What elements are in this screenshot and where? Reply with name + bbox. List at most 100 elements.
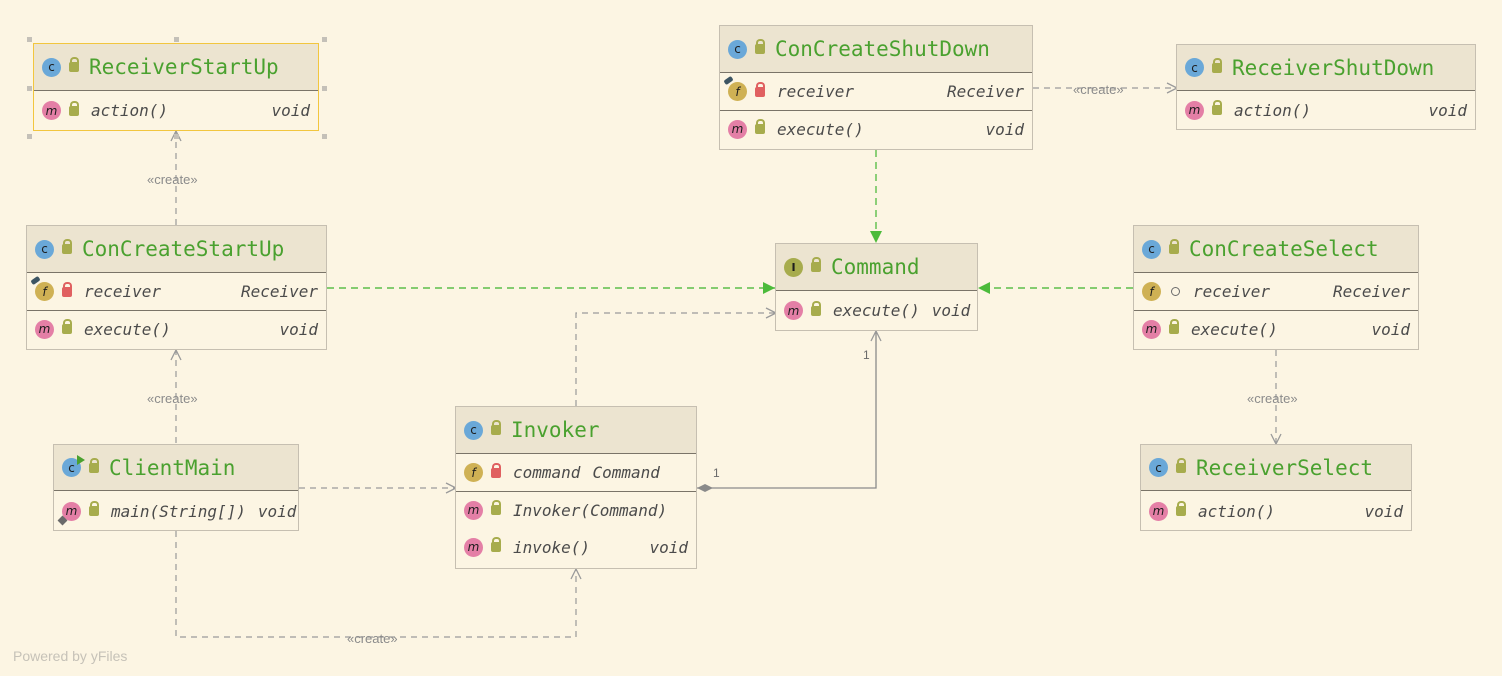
method-return-type: void (1364, 501, 1403, 521)
public-icon (62, 319, 72, 334)
method-row[interactable]: m action() void (1141, 491, 1411, 531)
class-node-client-main[interactable]: c ClientMain m main(String[]) void (53, 444, 299, 531)
class-node-receiver-shutdown[interactable]: c ReceiverShutDown m action() void (1176, 44, 1476, 130)
class-title: ConCreateStartUp (82, 237, 285, 261)
class-icon: c (35, 239, 54, 259)
create-label-invoker: «create» (347, 631, 398, 646)
field-name: receiver (1193, 282, 1271, 301)
create-label-select: «create» (1247, 391, 1298, 406)
class-node-concreate-select[interactable]: c ConCreateSelect f receiver Receiver m … (1133, 225, 1419, 350)
interface-title: Command (831, 255, 920, 279)
private-icon (491, 462, 501, 478)
method-row[interactable]: m action() void (1177, 91, 1475, 129)
private-icon (755, 81, 765, 97)
field-badge-letter: f (735, 84, 740, 99)
class-node-invoker[interactable]: c Invoker f command Command m Invoker(Co… (455, 406, 697, 569)
method-icon: m (464, 500, 483, 520)
method-name: execute() (777, 119, 864, 139)
method-return-type: void (1371, 319, 1410, 339)
public-icon (89, 501, 99, 516)
selection-handle[interactable] (27, 37, 32, 42)
class-icon: c (728, 39, 747, 59)
multiplicity-invoker-end: 1 (713, 466, 720, 480)
class-icon: c (464, 420, 483, 440)
create-label-client-startup: «create» (147, 391, 198, 406)
class-header: c ReceiverStartUp (34, 44, 318, 91)
method-row[interactable]: m execute() void (776, 291, 977, 330)
method-icon: m (464, 537, 483, 557)
class-node-concreate-shutdown[interactable]: c ConCreateShutDown f receiver Receiver … (719, 25, 1033, 150)
class-title: ReceiverStartUp (89, 55, 279, 79)
method-return-type: void (279, 319, 318, 339)
class-title: ReceiverSelect (1196, 455, 1374, 480)
public-icon (491, 500, 501, 515)
public-icon (1212, 57, 1222, 73)
class-node-concreate-startup[interactable]: c ConCreateStartUp f receiver Receiver m… (26, 225, 327, 350)
public-icon (62, 239, 72, 254)
class-header: c ConCreateStartUp (27, 226, 326, 273)
public-icon (69, 57, 79, 72)
class-header: c ClientMain (54, 445, 298, 491)
field-icon: f (30, 275, 54, 301)
field-row[interactable]: f receiver Receiver (720, 73, 1032, 110)
field-row[interactable]: f receiver Receiver (27, 273, 326, 310)
method-row[interactable]: m invoke() void (456, 528, 696, 566)
public-icon (491, 537, 501, 552)
public-icon (89, 457, 99, 473)
method-name: execute() (833, 301, 920, 320)
public-icon (755, 119, 765, 134)
method-icon: m (1149, 501, 1168, 521)
create-label-startup: «create» (147, 172, 198, 187)
method-return-type: void (271, 101, 310, 120)
method-icon: m (42, 101, 61, 120)
method-row[interactable]: m main(String[]) void (54, 491, 298, 531)
method-name: execute() (84, 319, 171, 339)
constructor-row[interactable]: m Invoker(Command) (456, 491, 696, 528)
field-badge-letter: f (42, 284, 47, 299)
selection-handle[interactable] (174, 134, 179, 139)
method-badge-letter: m (65, 504, 78, 518)
interface-icon: I (784, 257, 803, 277)
class-node-receiver-select[interactable]: c ReceiverSelect m action() void (1140, 444, 1412, 531)
public-icon (1176, 457, 1186, 473)
class-icon: c (1149, 458, 1168, 477)
field-type: Receiver (240, 282, 318, 301)
class-node-receiver-startup[interactable]: c ReceiverStartUp m action() void (33, 43, 319, 131)
method-row[interactable]: m action() void (34, 91, 318, 130)
selection-handle[interactable] (174, 37, 179, 42)
selection-handle[interactable] (322, 37, 327, 42)
field-row[interactable]: f command Command (456, 454, 696, 491)
class-header: c ReceiverSelect (1141, 445, 1411, 491)
class-header: c ReceiverShutDown (1177, 45, 1475, 91)
edge-depend-invoker-command (575, 313, 776, 406)
class-badge-letter: c (68, 460, 75, 475)
method-return-type: void (1428, 100, 1467, 120)
abstract-method-icon: m (784, 301, 803, 320)
method-row[interactable]: m execute() void (1134, 310, 1418, 347)
method-name: action() (91, 101, 169, 120)
method-name: invoke() (513, 537, 591, 557)
constructor-name: Invoker(Command) (513, 500, 668, 520)
selection-handle[interactable] (322, 86, 327, 91)
method-name: action() (1234, 100, 1312, 120)
field-type: Command (592, 463, 660, 482)
public-icon (491, 420, 501, 435)
selection-handle[interactable] (27, 134, 32, 139)
selection-handle[interactable] (27, 86, 32, 91)
method-row[interactable]: m execute() void (27, 310, 326, 347)
selection-handle[interactable] (322, 134, 327, 139)
static-method-icon: m (57, 501, 81, 525)
field-row[interactable]: f receiver Receiver (1134, 273, 1418, 310)
class-icon: c (42, 57, 61, 77)
class-header: c ConCreateSelect (1134, 226, 1418, 273)
public-icon (1169, 319, 1179, 334)
method-return-type: void (931, 301, 971, 320)
class-header: c Invoker (456, 407, 696, 454)
public-icon (1169, 239, 1179, 254)
field-name: command (513, 463, 581, 482)
method-row[interactable]: m execute() void (720, 110, 1032, 147)
field-type: Receiver (1332, 282, 1410, 301)
interface-node-command[interactable]: I Command m execute() void (775, 243, 978, 331)
class-header: c ConCreateShutDown (720, 26, 1032, 73)
